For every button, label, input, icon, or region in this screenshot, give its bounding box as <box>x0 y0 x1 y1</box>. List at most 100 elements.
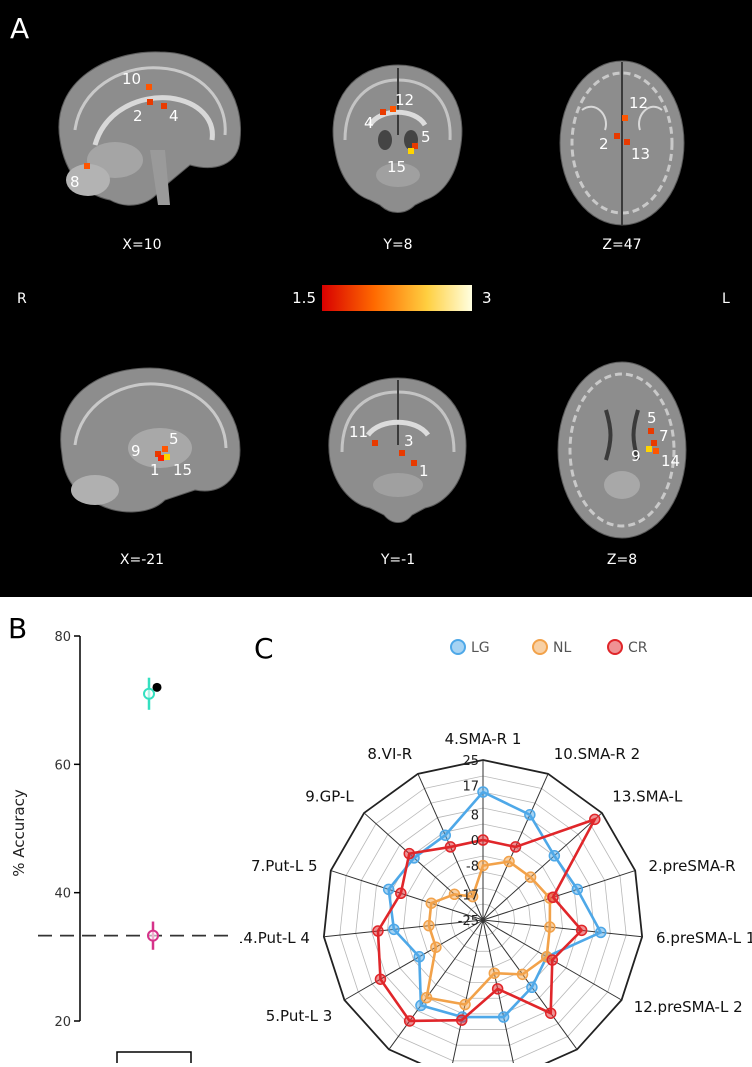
series-point-nl <box>448 888 461 901</box>
legend-label: CR <box>628 640 648 656</box>
roi-marker <box>651 440 657 446</box>
series-point-cr <box>403 1015 416 1027</box>
slice-caption: Y=-1 <box>380 552 415 568</box>
category-labels: 4.SMA-R 110.SMA-R 213.SMA-L2.preSMA-R6.p… <box>234 730 752 1067</box>
series-point-lg <box>595 926 607 939</box>
roi-label: 11 <box>349 423 368 441</box>
series-point-nl <box>425 897 438 909</box>
panel-a-label: A <box>10 12 29 45</box>
roi-label: 5 <box>421 128 431 146</box>
accuracy-point <box>147 929 159 942</box>
series-point-lg <box>413 951 426 963</box>
series-point-cr <box>547 891 559 904</box>
category-label: 4.SMA-R 1 <box>445 730 522 748</box>
legend-swatch <box>532 639 548 655</box>
radial-tick-label: -8 <box>466 860 479 875</box>
series-point-nl <box>488 967 501 979</box>
legend-item-nl: NL <box>532 639 571 656</box>
series-point-cr <box>546 954 559 966</box>
roi-label: 4 <box>364 114 374 132</box>
roi-label: 7 <box>659 427 669 445</box>
series-point-cr <box>374 973 387 985</box>
legend: LG NL CR <box>450 639 648 656</box>
roi-marker <box>399 450 405 456</box>
colorbar-max-label: 3 <box>482 289 492 307</box>
roi-marker <box>155 451 161 457</box>
radial-tick-label: -17 <box>458 888 479 903</box>
roi-label: 1 <box>419 462 429 480</box>
legend-label: LG <box>471 640 490 656</box>
roi-marker <box>653 448 659 454</box>
accuracy-point <box>152 682 162 692</box>
legend-label: NL <box>553 640 571 656</box>
colorbar-min-label: 1.5 <box>292 289 316 307</box>
roi-label: 10 <box>122 70 141 88</box>
radar-ring <box>322 759 644 1067</box>
roi-label: 5 <box>169 430 179 448</box>
radar-spoke <box>482 870 636 921</box>
roi-label: 2 <box>599 135 609 153</box>
roi-marker <box>164 454 170 460</box>
series-point-lg <box>382 883 395 896</box>
roi-label: 12 <box>395 91 414 109</box>
radar-ring <box>450 887 516 952</box>
series-point-nl <box>516 968 529 981</box>
radar-ring <box>355 791 611 1046</box>
roi-label: 2 <box>133 107 143 125</box>
series-point-lg <box>477 786 489 798</box>
radar-ring <box>418 855 548 984</box>
radar-ring <box>466 903 500 937</box>
brain-slices-panel: A 10 2 4 8 X=10 <box>0 0 752 597</box>
series-point-nl <box>423 919 435 932</box>
series-point-cr <box>491 983 504 995</box>
series-point-nl <box>544 921 556 933</box>
series-line-cr <box>376 817 598 1023</box>
series-point-cr <box>403 847 416 860</box>
roi-label: 14 <box>661 452 680 470</box>
y-tick-label: 60 <box>54 758 71 773</box>
series-point-nl <box>459 998 471 1011</box>
slice-xm21: 9 5 1 15 X=-21 <box>60 367 241 568</box>
roi-label: 3 <box>404 432 414 450</box>
series-point-nl <box>430 941 442 953</box>
radar-spoke <box>482 919 515 1067</box>
slice-x10: 10 2 4 8 X=10 <box>58 51 242 253</box>
radar-series <box>372 786 607 1027</box>
series-point-lg <box>548 850 561 862</box>
slice-ym1: 11 3 1 Y=-1 <box>328 377 467 568</box>
radar-spoke <box>388 919 484 1050</box>
roi-label: 8 <box>70 173 80 191</box>
category-label: 7.Put-L 5 <box>251 857 318 875</box>
legend-swatch <box>607 639 623 655</box>
roi-marker <box>622 115 628 121</box>
roi-marker <box>614 133 620 139</box>
category-label: 5.Put-L 3 <box>266 1007 333 1025</box>
left-hemisphere-label: L <box>722 291 730 307</box>
panel-c-label: C <box>254 632 274 665</box>
series-point-cr <box>544 1007 557 1019</box>
accuracy-point <box>143 687 155 700</box>
series-point-lg <box>571 883 584 896</box>
roi-marker <box>158 455 164 461</box>
radar-spoke <box>482 812 603 921</box>
series-line-nl <box>425 860 552 1006</box>
roi-marker <box>372 440 378 446</box>
series-line-lg <box>387 790 603 1019</box>
series-point-nl <box>420 991 433 1004</box>
radar-ring <box>339 775 627 1062</box>
series-point-cr <box>477 834 489 846</box>
radial-tick-label: 25 <box>462 754 479 769</box>
radar-spoke <box>482 919 643 938</box>
legend-item-lg: LG <box>450 639 490 656</box>
radar-spoke <box>330 870 484 921</box>
roi-label: 1 <box>150 461 160 479</box>
series-point-cr <box>444 841 457 853</box>
series-point-lg <box>526 981 538 994</box>
roi-label: 15 <box>173 461 192 479</box>
roi-marker <box>624 139 630 145</box>
